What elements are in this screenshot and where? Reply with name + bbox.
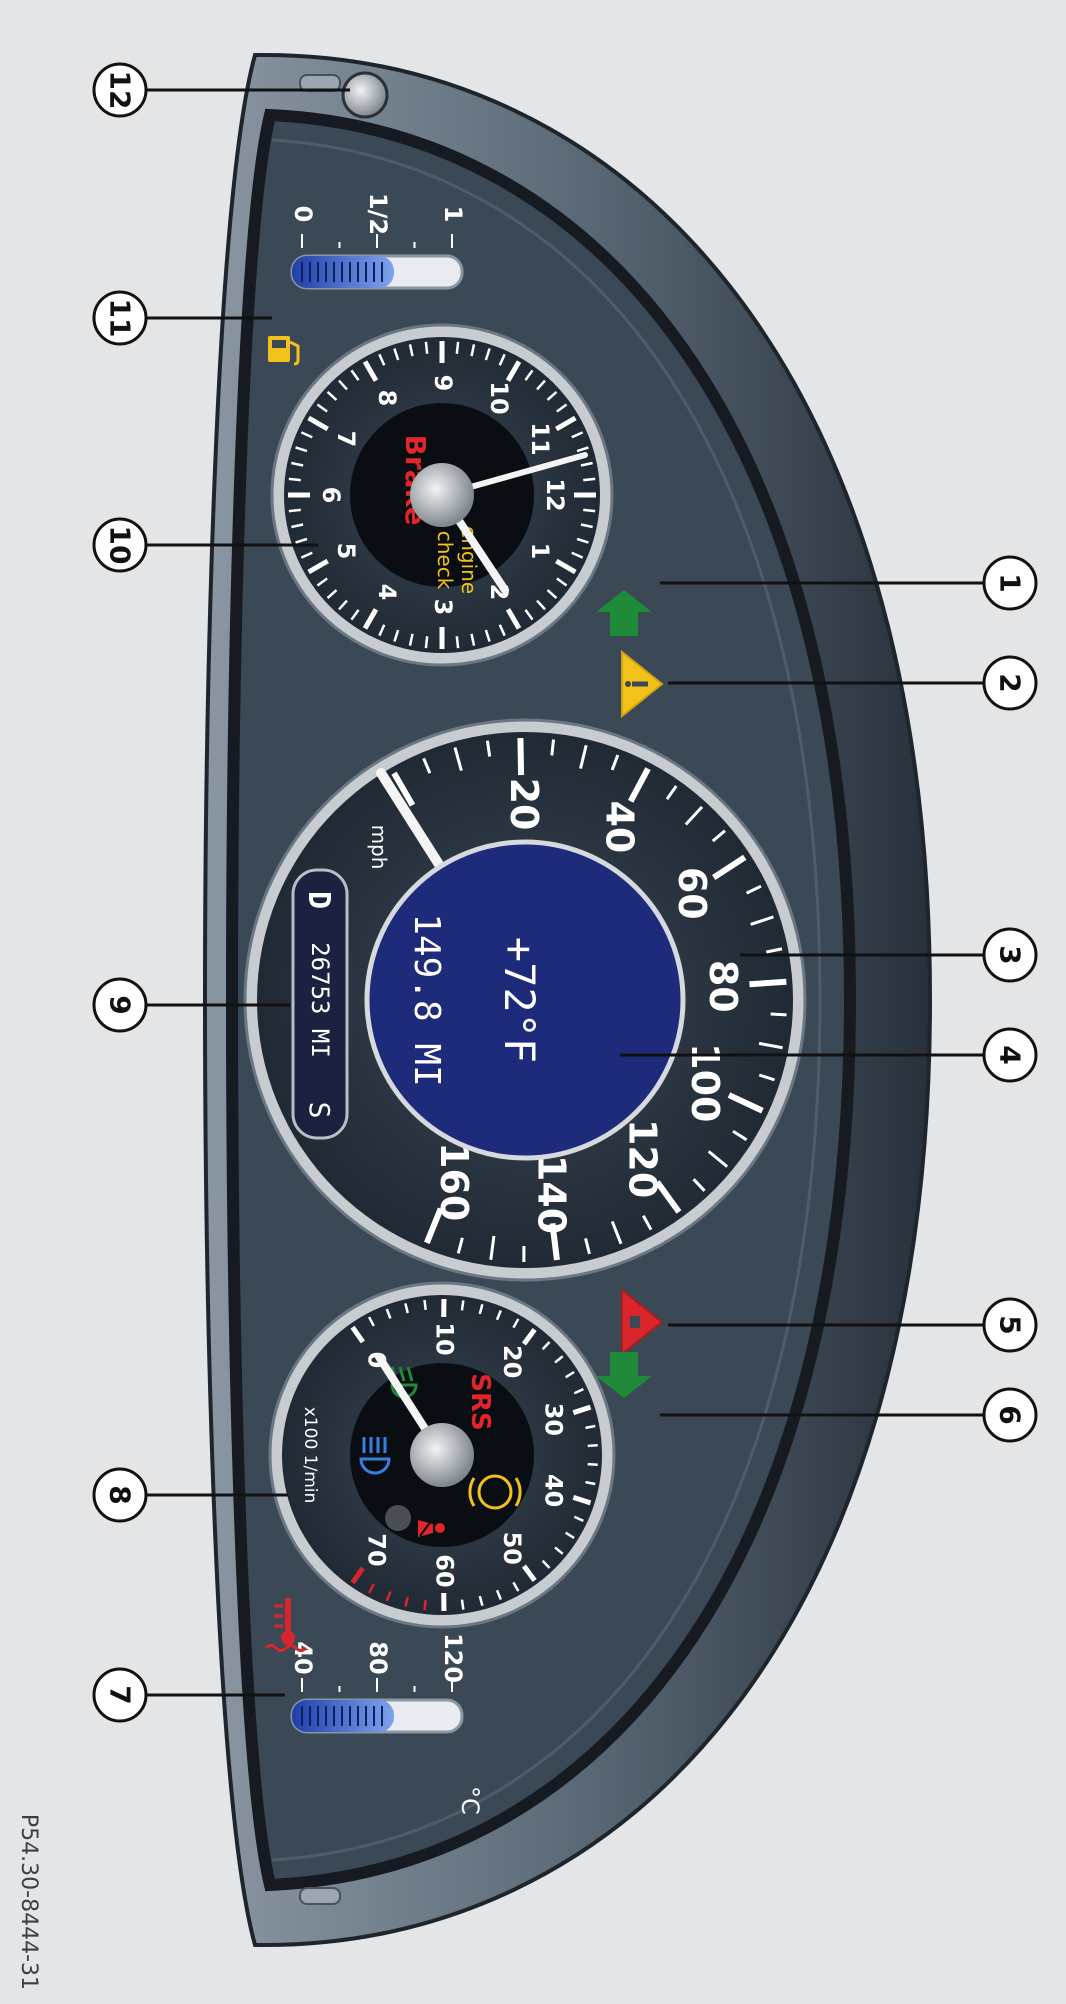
coolant-scale-label: 80 [364, 1641, 392, 1674]
clock-numeral: 6 [317, 487, 345, 504]
tach-minor-tick [425, 1300, 426, 1310]
clock-numeral: 7 [332, 431, 360, 448]
callout-number: 12 [104, 71, 137, 110]
clock-numeral: 10 [485, 381, 513, 414]
coolant-scale-label: 120 [439, 1633, 467, 1683]
callout-number: 8 [104, 1485, 137, 1504]
odometer-display: D 26753 MI S [293, 870, 347, 1138]
clock-minor-tick [583, 510, 595, 511]
speed-label: 160 [432, 1142, 476, 1221]
mount-slot-bottom [300, 1888, 340, 1904]
speed-major-tick [749, 982, 786, 985]
clock-minor-tick [583, 479, 595, 480]
speed-label: 140 [529, 1155, 573, 1234]
clock-numeral: 8 [373, 390, 401, 407]
speed-minor-tick [771, 1014, 787, 1015]
clock-numeral: 9 [429, 375, 457, 392]
speed-label: 120 [621, 1119, 665, 1198]
clock-numeral: 1 [526, 543, 554, 560]
callout-number: 9 [104, 995, 137, 1014]
check-engine-label-1: check [433, 531, 457, 590]
clock-minor-tick [289, 510, 301, 511]
fuel-scale-label: 0 [289, 206, 317, 223]
callout-number: 2 [994, 673, 1027, 692]
tach-label: 50 [498, 1532, 526, 1565]
tachometer-unit-label: x100 1/min [300, 1407, 320, 1504]
clock-minor-tick [289, 479, 301, 480]
fuel-scale-label: 1/2 [364, 193, 392, 235]
tach-label: 70 [363, 1533, 391, 1566]
clock-minor-tick [457, 636, 458, 648]
odometer-mileage: 26753 MI [306, 942, 334, 1058]
speed-minor-tick [552, 740, 554, 756]
callout-number: 1 [994, 573, 1027, 592]
clock-numeral: 4 [373, 584, 401, 601]
tach-label: 20 [498, 1345, 526, 1378]
clock-numeral: 11 [526, 422, 554, 455]
tach-minor-tick [588, 1464, 598, 1465]
tach-label: 60 [430, 1554, 458, 1587]
tach-minor-tick [425, 1600, 426, 1610]
tach-minor-tick [462, 1600, 463, 1610]
speed-label: 60 [670, 867, 714, 920]
clock-numeral: 12 [541, 478, 569, 511]
tachometer-gauge: 010203040506070 x100 1/min SRS [270, 1283, 614, 1627]
callout-number: 6 [994, 1405, 1027, 1424]
tach-label: 10 [430, 1322, 458, 1355]
fuel-scale-label: 1 [439, 206, 467, 223]
gear-indicator: D [301, 891, 336, 909]
callout-number: 3 [994, 945, 1027, 964]
tach-minor-tick [462, 1300, 463, 1310]
tachometer-hub [410, 1423, 474, 1487]
speed-label: 20 [502, 778, 546, 831]
clock-minor-tick [426, 636, 427, 648]
speed-label: 80 [701, 960, 745, 1013]
callout-number: 4 [994, 1045, 1027, 1064]
indicator-lamp-off-icon [385, 1505, 411, 1531]
clock-minor-tick [426, 342, 427, 354]
adjust-knob [343, 73, 387, 117]
tach-label: 40 [539, 1474, 567, 1507]
speed-label: 40 [598, 800, 642, 853]
tach-minor-tick [588, 1445, 598, 1446]
speed-major-tick [520, 738, 521, 775]
speedometer-unit-label: mph [367, 825, 391, 870]
callout-number: 7 [104, 1685, 137, 1704]
clock-numeral: 3 [429, 599, 457, 616]
drive-mode-indicator: S [303, 1102, 336, 1119]
coolant-unit-label: °C [456, 1786, 484, 1815]
srs-warning-label: SRS [465, 1373, 495, 1430]
callout-number: 5 [994, 1315, 1027, 1334]
tach-label: 30 [539, 1403, 567, 1436]
outside-temperature: +72°F [495, 937, 544, 1063]
clock-numeral: 5 [332, 543, 360, 560]
callout-number: 10 [104, 526, 137, 565]
trip-odometer: 149.8 MI [406, 913, 447, 1086]
callout-number: 11 [104, 299, 137, 338]
clock-minor-tick [457, 342, 458, 354]
figure-code: P54.30-8444-31 [16, 1814, 41, 1990]
clock-hub [410, 463, 474, 527]
